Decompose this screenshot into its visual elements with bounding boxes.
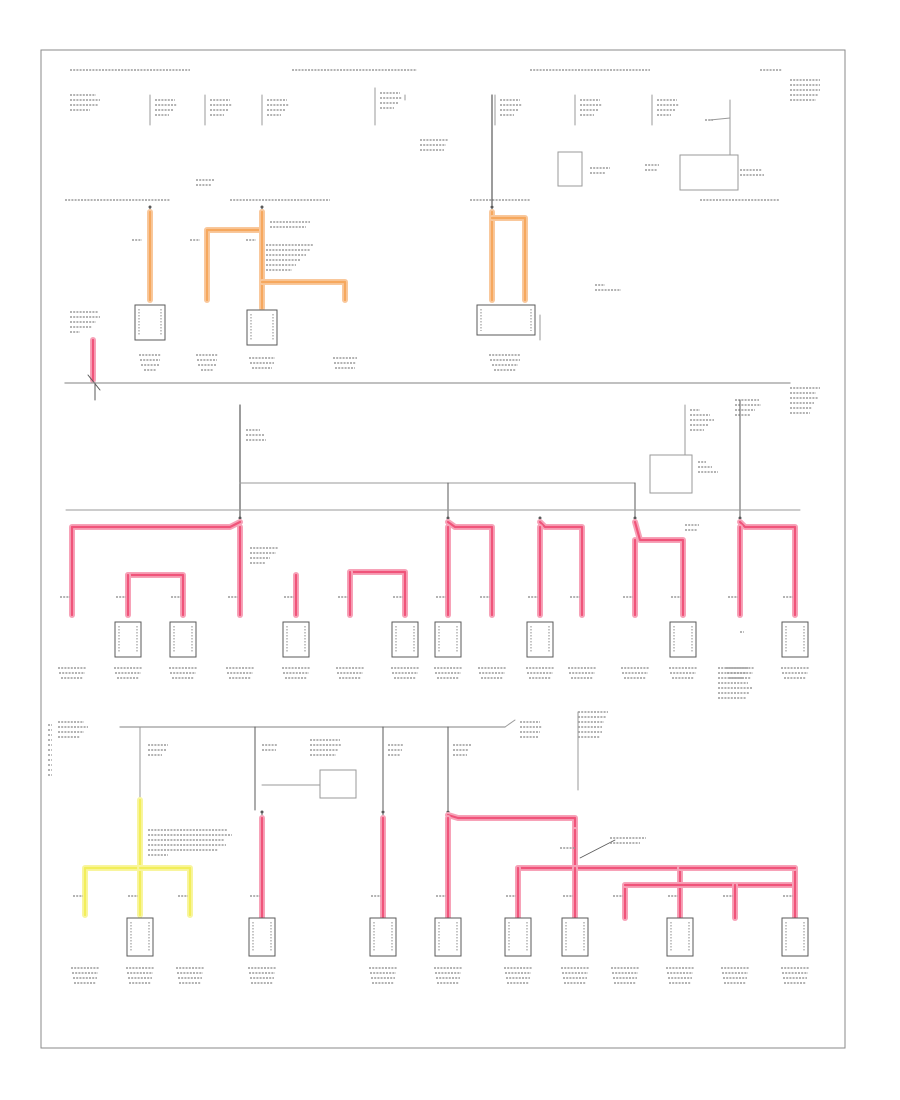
- orange-wire: [259, 279, 348, 303]
- fuse-terminal: [446, 516, 450, 520]
- orange-wire: [489, 215, 528, 303]
- pink-wire: [633, 520, 685, 617]
- yellow-wire: [138, 866, 192, 917]
- diagram-frame: [40, 49, 846, 1049]
- relay-box: [557, 151, 583, 187]
- wire: [579, 839, 616, 859]
- pink-wire: [537, 519, 585, 618]
- pink-wire: [538, 520, 584, 617]
- orange-wire: [204, 209, 265, 303]
- fuse-terminal: [738, 516, 742, 520]
- pink-wire: [69, 519, 243, 618]
- fuse-terminal: [538, 516, 542, 520]
- yellow-wire: [83, 866, 142, 917]
- pink-wire: [445, 519, 495, 618]
- relay-box: [679, 154, 739, 191]
- pink-wire: [126, 573, 185, 617]
- component-connector: [134, 304, 166, 341]
- fuse-terminal: [260, 810, 264, 814]
- component-connector: [476, 304, 536, 336]
- fuse-terminal: [260, 205, 264, 209]
- pink-wire: [125, 572, 186, 618]
- pink-wire: [738, 520, 797, 617]
- wire: [504, 719, 516, 728]
- component-connector: [246, 309, 278, 346]
- relay-box: [649, 454, 693, 494]
- pink-wire: [347, 569, 408, 618]
- fuse-terminal: [633, 516, 637, 520]
- orange-wire: [490, 216, 527, 302]
- relay-box: [319, 769, 357, 799]
- fuse-terminal: [148, 205, 152, 209]
- pink-wire: [70, 520, 242, 617]
- orange-wire: [205, 210, 264, 302]
- pink-wire: [632, 519, 686, 618]
- yellow-wire: [82, 865, 143, 918]
- fuse-terminal: [381, 810, 385, 814]
- fuse-terminal: [490, 205, 494, 209]
- yellow-wire: [137, 865, 193, 918]
- wire: [709, 117, 731, 121]
- fuse-terminal: [238, 516, 242, 520]
- pink-wire: [737, 519, 798, 618]
- pink-wire: [348, 570, 407, 617]
- pink-wire: [446, 813, 577, 832]
- orange-wire: [260, 280, 347, 302]
- pink-wire: [446, 520, 494, 617]
